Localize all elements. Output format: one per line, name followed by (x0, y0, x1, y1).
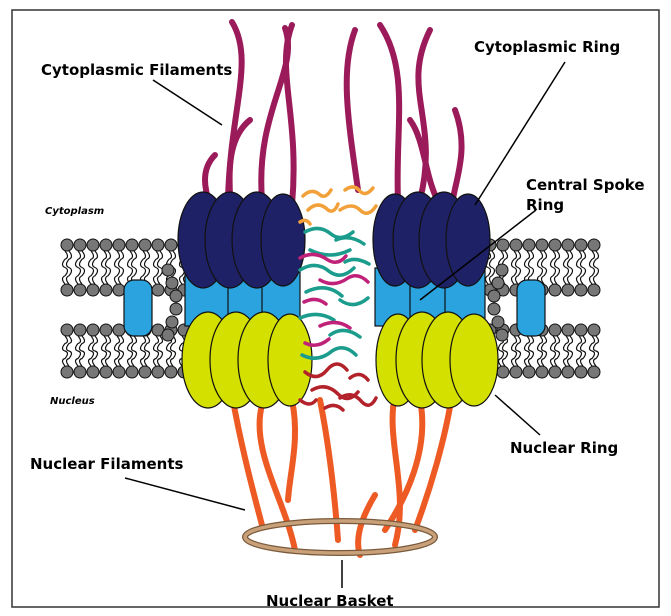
lipid-head (549, 324, 561, 336)
lipid-head (100, 324, 112, 336)
label-central-spoke-ring-line1: Central Spoke (526, 176, 645, 194)
lipid-head (488, 303, 500, 315)
lipid-head (588, 284, 600, 296)
nuc-ring-bead (450, 314, 498, 406)
lipid-head (497, 239, 509, 251)
lipid-head (100, 366, 112, 378)
lipid-head (61, 324, 73, 336)
lipid-head (126, 366, 138, 378)
lipid-head (87, 284, 99, 296)
lipid-head (523, 239, 535, 251)
lipid-head (152, 284, 164, 296)
leader-nuclear-filaments (125, 478, 245, 510)
lipid-head (562, 324, 574, 336)
lipid-head (492, 277, 504, 289)
label-nuclear-ring: Nuclear Ring (510, 439, 618, 457)
lipid-head (74, 366, 86, 378)
lipid-head (61, 239, 73, 251)
lipid-head (488, 290, 500, 302)
lipid-head (523, 366, 535, 378)
cytoplasmic-filaments (205, 22, 462, 205)
lipid-head (162, 264, 174, 276)
lipid-head (575, 239, 587, 251)
lipid-head (166, 277, 178, 289)
lipid-head (152, 239, 164, 251)
leader-cytoplasmic-filaments (153, 80, 222, 125)
lipid-head (536, 366, 548, 378)
label-central-spoke-ring-line2: Ring (526, 196, 564, 214)
lipid-head (113, 324, 125, 336)
lipid-head (139, 366, 151, 378)
lipid-head (549, 366, 561, 378)
cyto-ring-bead (446, 194, 490, 286)
lipid-head (166, 316, 178, 328)
lipid-head (549, 239, 561, 251)
spoke-pillar-left (124, 280, 152, 336)
lipid-head (562, 284, 574, 296)
label-nuclear-filaments: Nuclear Filaments (30, 455, 183, 473)
leader-nuclear-ring (495, 395, 540, 435)
lipid-head (588, 324, 600, 336)
lipid-head (575, 284, 587, 296)
lipid-head (170, 290, 182, 302)
lipid-head (61, 366, 73, 378)
lipid-head (113, 284, 125, 296)
lipid-head (549, 284, 561, 296)
nuc-ring-bead (268, 314, 312, 406)
nuclear-filament (358, 495, 375, 555)
lipid-head (510, 366, 522, 378)
lipid-head (162, 329, 174, 341)
lipid-head (165, 239, 177, 251)
lipid-head (100, 284, 112, 296)
lipid-head (113, 239, 125, 251)
lipid-head (536, 239, 548, 251)
lipid-head (575, 324, 587, 336)
cyto-ring-bead (261, 194, 305, 286)
lipid-head (588, 366, 600, 378)
lipid-head (152, 366, 164, 378)
lipid-head (74, 284, 86, 296)
lipid-head (588, 239, 600, 251)
lipid-head (113, 366, 125, 378)
lipid-head (497, 366, 509, 378)
lipid-head (61, 284, 73, 296)
fg-repeats (300, 187, 376, 410)
label-nucleus: Nucleus (50, 396, 95, 407)
lipid-head (562, 239, 574, 251)
cytoplasmic-filament (347, 30, 358, 190)
lipid-head (496, 329, 508, 341)
lipid-head (562, 366, 574, 378)
lipid-head (165, 366, 177, 378)
cytoplasmic-filament (380, 25, 399, 200)
label-cytoplasmic-ring: Cytoplasmic Ring (474, 38, 620, 56)
spoke-pillar-right (517, 280, 545, 336)
lipid-head (575, 366, 587, 378)
cytoplasmic-filament (452, 110, 462, 205)
lipid-head (74, 239, 86, 251)
lipid-head (87, 239, 99, 251)
lipid-head (87, 324, 99, 336)
lipid-head (139, 239, 151, 251)
lipid-head (126, 239, 138, 251)
lipid-head (496, 264, 508, 276)
fg-repeats-orange (300, 187, 376, 224)
lipid-head (74, 324, 86, 336)
nuclear-filament (288, 400, 295, 500)
label-cytoplasm: Cytoplasm (45, 206, 104, 217)
label-cytoplasmic-filaments: Cytoplasmic Filaments (41, 61, 232, 79)
lipid-head (510, 239, 522, 251)
fg-repeats-teal (300, 228, 369, 358)
lipid-head (492, 316, 504, 328)
lipid-head (87, 366, 99, 378)
label-nuclear-basket: Nuclear Basket (266, 592, 394, 610)
lipid-head (170, 303, 182, 315)
lipid-head (100, 239, 112, 251)
